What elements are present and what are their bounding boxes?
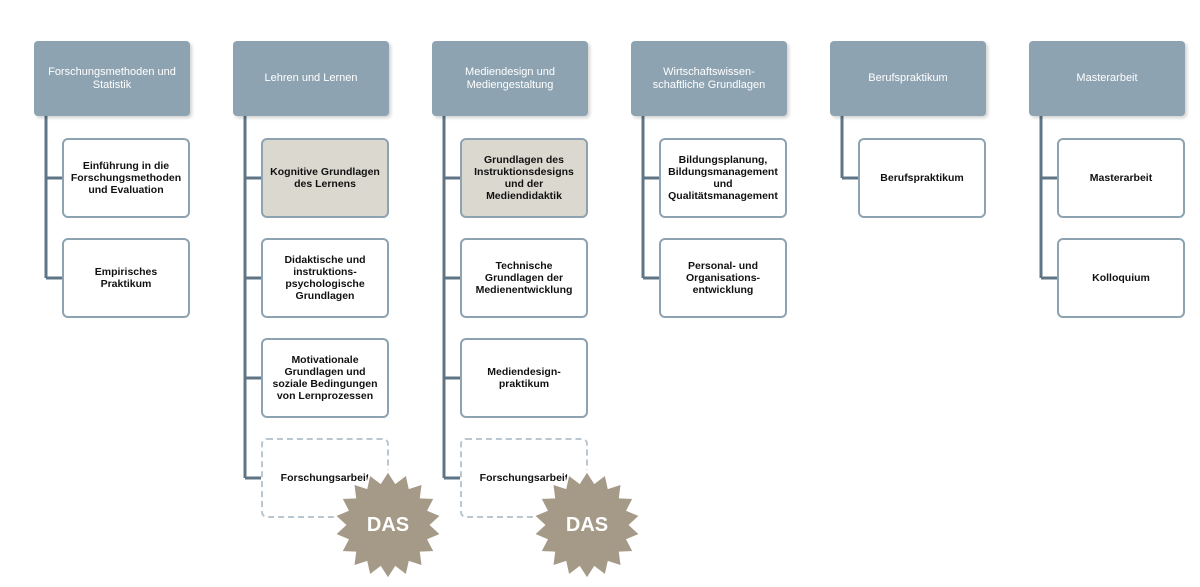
das-badge-label: DAS	[366, 513, 410, 536]
module-label: Berufspraktikum	[880, 172, 964, 184]
module-box: Masterarbeit	[1057, 138, 1185, 218]
column-header-label: Masterarbeit	[1076, 72, 1138, 84]
module-box: Motivationale Grundlagen und soziale Bed…	[261, 338, 389, 418]
module-box: Personal- und Organisations- entwicklung	[659, 238, 787, 318]
module-box: Mediendesign- praktikum	[460, 338, 588, 418]
module-label: Kolloquium	[1092, 272, 1150, 284]
starburst-icon	[531, 469, 643, 581]
module-label: Personal- und Organisations- entwicklung	[685, 260, 761, 296]
module-label: Mediendesign- praktikum	[487, 366, 561, 390]
column-header-label: Forschungsmethoden und Statistik	[48, 65, 176, 91]
module-label: Forschungsarbeit	[280, 472, 370, 484]
module-label: Didaktische und instruktions- psychologi…	[284, 254, 366, 302]
das-badge: DAS	[332, 469, 444, 581]
module-box: Berufspraktikum	[858, 138, 986, 218]
module-label: Motivationale Grundlagen und soziale Bed…	[272, 354, 378, 402]
column-header-label: Lehren und Lernen	[264, 72, 358, 84]
column-header: Masterarbeit	[1029, 41, 1185, 116]
module-label: Forschungsarbeit	[479, 472, 569, 484]
module-box: Grundlagen des Instruktionsdesigns und d…	[460, 138, 588, 218]
module-box: Didaktische und instruktions- psychologi…	[261, 238, 389, 318]
starburst-icon	[332, 469, 444, 581]
das-badge: DAS	[531, 469, 643, 581]
module-box: Kolloquium	[1057, 238, 1185, 318]
module-label: Einführung in die Forschungsmethoden und…	[70, 160, 182, 196]
module-box: Empirisches Praktikum	[62, 238, 190, 318]
column-header-label: Mediendesign und Mediengestaltung	[465, 65, 555, 91]
module-label: Kognitive Grundlagen des Lernens	[270, 166, 380, 190]
column-header: Mediendesign und Mediengestaltung	[432, 41, 588, 116]
column-header-label: Wirtschaftswissen- schaftliche Grundlage…	[652, 65, 766, 91]
column-header: Lehren und Lernen	[233, 41, 389, 116]
das-badge-label: DAS	[565, 513, 609, 536]
module-label: Bildungsplanung, Bildungsmanagement und …	[668, 154, 778, 202]
column-header: Berufspraktikum	[830, 41, 986, 116]
module-label: Grundlagen des Instruktionsdesigns und d…	[474, 154, 574, 202]
column-header: Wirtschaftswissen- schaftliche Grundlage…	[631, 41, 787, 116]
column-header: Forschungsmethoden und Statistik	[34, 41, 190, 116]
module-box: Einführung in die Forschungsmethoden und…	[62, 138, 190, 218]
module-label: Masterarbeit	[1089, 172, 1153, 184]
module-label: Empirisches Praktikum	[94, 266, 158, 290]
column-header-label: Berufspraktikum	[868, 72, 948, 84]
module-box: Technische Grundlagen der Medienentwickl…	[460, 238, 588, 318]
module-label: Technische Grundlagen der Medienentwickl…	[475, 260, 573, 296]
module-box: Bildungsplanung, Bildungsmanagement und …	[659, 138, 787, 218]
module-box: Kognitive Grundlagen des Lernens	[261, 138, 389, 218]
